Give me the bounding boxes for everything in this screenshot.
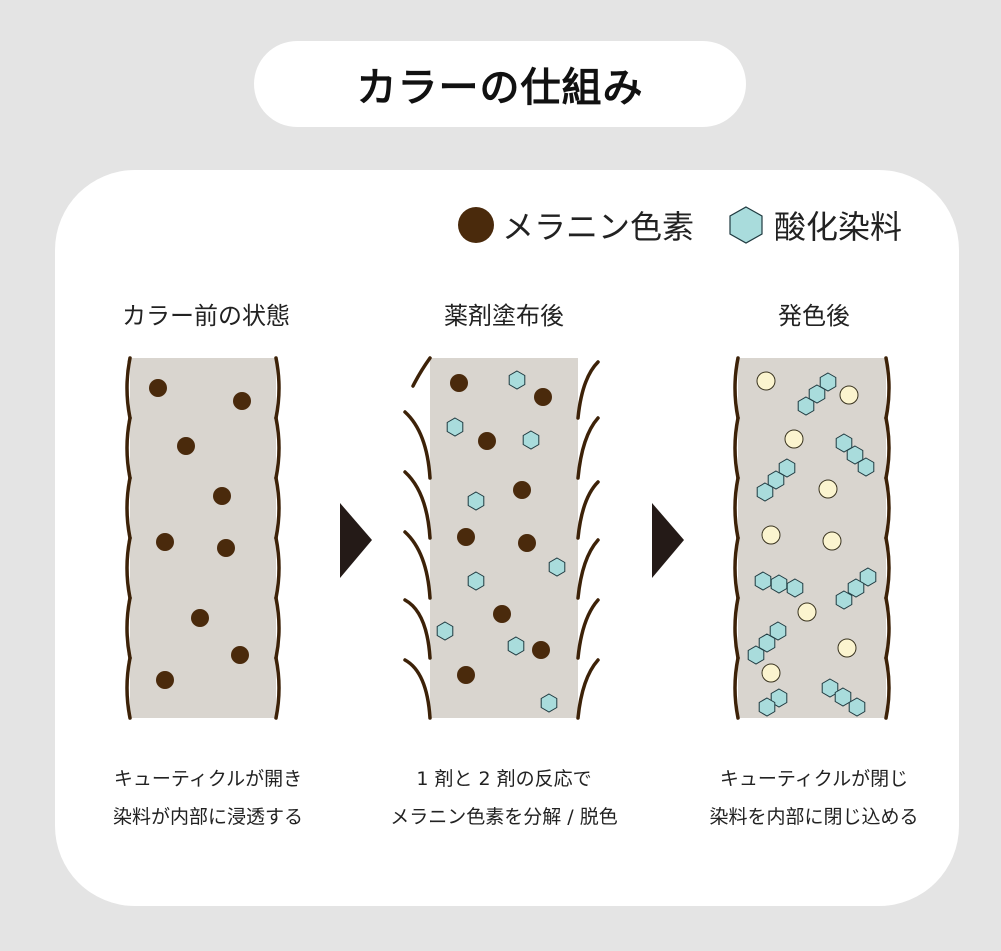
- arrow-right-icon: [652, 503, 684, 578]
- hair-shaft-applied: [403, 356, 600, 720]
- decolorized-particles: [756, 371, 859, 683]
- caption-before-line2: 染料が内部に浸透する: [112, 806, 303, 828]
- caption-applied-line1: 1 剤と 2 剤の反応で: [416, 768, 592, 790]
- melanin-dot-icon: [458, 207, 494, 243]
- stage-label-developed: 発色後: [778, 302, 850, 330]
- dye-hexagon-icon: [729, 206, 763, 244]
- hair-shaft-before: [125, 356, 281, 720]
- caption-before-line1: キューティクルが開き: [113, 768, 303, 790]
- legend-melanin: メラニン色素: [458, 205, 695, 246]
- legend-dye-label: 酸化染料: [774, 208, 903, 246]
- stage-label-applied: 薬剤塗布後: [444, 302, 564, 330]
- arrow-right-icon: [340, 503, 372, 578]
- legend-melanin-label: メラニン色素: [502, 208, 695, 246]
- stage-label-before: カラー前の状態: [122, 302, 290, 330]
- caption-developed: キューティクルが閉じ 染料を内部に閉じ込める: [664, 760, 964, 836]
- caption-before: キューティクルが開き 染料が内部に浸透する: [58, 760, 358, 836]
- hair-shaft-developed: [733, 356, 891, 720]
- cuticle-closed-left: [125, 356, 132, 720]
- cuticle-open-left: [403, 356, 432, 720]
- cuticle-open-right: [576, 360, 600, 720]
- legend-dye: 酸化染料: [726, 205, 903, 246]
- melanin-particles-applied: [450, 374, 552, 684]
- cuticle-closed-right: [274, 356, 281, 720]
- melanin-particles-before: [149, 379, 251, 689]
- title-pill: カラーの仕組み: [254, 41, 746, 127]
- cuticle-closed-left-developed: [733, 356, 740, 720]
- cuticle-closed-right-developed: [884, 356, 891, 720]
- page-title: カラーの仕組み: [356, 65, 644, 111]
- caption-developed-line1: キューティクルが閉じ: [719, 768, 909, 790]
- caption-applied: 1 剤と 2 剤の反応で メラニン色素を分解 / 脱色: [354, 760, 654, 836]
- caption-applied-line2: メラニン色素を分解 / 脱色: [390, 806, 618, 828]
- caption-developed-line2: 染料を内部に閉じ込める: [709, 806, 919, 828]
